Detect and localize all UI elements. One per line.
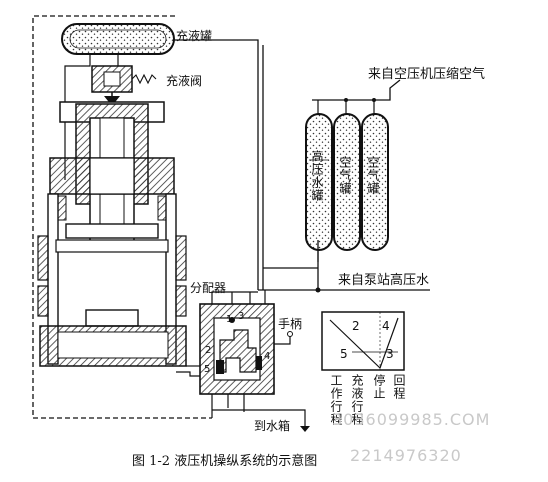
pump-water-source-label: 来自泵站高压水 [338, 273, 430, 288]
high-pressure-water-tank-label: 高压水罐 [310, 150, 324, 202]
air-tank-1 [333, 113, 361, 251]
port-1-label: 1 [226, 314, 233, 325]
port-3-label: 3 [238, 311, 245, 322]
chart-number-3: 3 [386, 347, 394, 361]
port-5-label: 5 [204, 364, 211, 375]
distributor-valve [199, 303, 275, 412]
stage-stop-label: 停止 [372, 374, 386, 400]
stroke-position-chart [321, 311, 405, 371]
charging-valve [91, 65, 157, 106]
dashed-control-line [32, 15, 212, 419]
port-2-label: 2 [205, 345, 212, 356]
air-tank-2-label: 空气罐 [366, 156, 380, 195]
chart-number-2: 2 [352, 319, 360, 333]
chart-number-4: 4 [382, 319, 390, 333]
chart-number-5: 5 [340, 347, 348, 361]
charging-tank-label: 充液罐 [176, 29, 213, 43]
charging-tank [61, 23, 175, 55]
stage-charge-label: 充液行程 [350, 374, 364, 426]
watermark-2: 2214976320 [350, 446, 462, 465]
stage-return-label: 回程 [392, 374, 406, 400]
air-tank-1-label: 空气罐 [338, 156, 352, 195]
compressed-air-source-label: 来自空压机压缩空气 [368, 67, 486, 82]
air-tank-2 [361, 113, 389, 251]
port-4-label: 4 [264, 351, 271, 362]
charging-valve-label: 充液阀 [166, 74, 203, 88]
figure-caption: 图 1-2 液压机操纵系统的示意图 [132, 454, 318, 469]
stage-work-label: 工作行程 [329, 374, 343, 426]
distributor-label: 分配器 [190, 281, 227, 295]
high-pressure-water-tank [305, 113, 333, 251]
to-water-tank-label: 到水箱 [254, 419, 291, 433]
press-body [37, 101, 187, 367]
watermark-1: 3036099985.COM [332, 410, 491, 429]
handle-label: 手柄 [278, 317, 303, 331]
